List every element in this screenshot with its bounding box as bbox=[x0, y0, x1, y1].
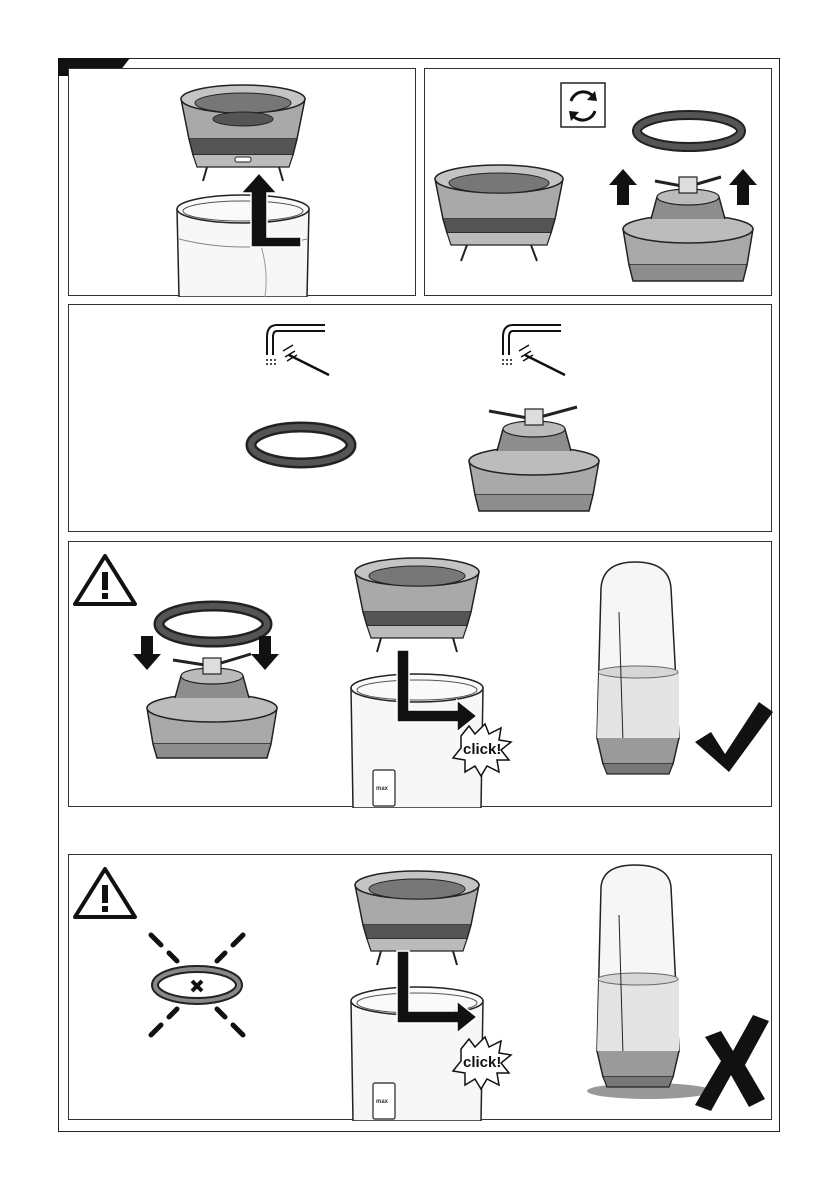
seal-ring bbox=[159, 606, 267, 642]
blade-unit bbox=[623, 177, 753, 281]
assembled-bottle bbox=[597, 562, 679, 774]
cup-max-label: max bbox=[376, 1099, 389, 1105]
leaking-bottle bbox=[587, 865, 711, 1099]
click-label: click! bbox=[463, 741, 501, 758]
missing-ring-icon bbox=[151, 935, 243, 1035]
blade-base-lid bbox=[435, 165, 563, 261]
seal-ring bbox=[251, 427, 351, 463]
check-icon bbox=[695, 702, 773, 772]
blade-base bbox=[355, 558, 479, 652]
blade-unit bbox=[147, 654, 277, 758]
panel-separate-parts bbox=[424, 68, 772, 296]
seal-ring bbox=[637, 115, 741, 147]
panel-assemble-correct: max click! bbox=[68, 541, 772, 807]
cross-icon bbox=[695, 1015, 769, 1111]
faucet-brush-icon bbox=[267, 325, 329, 375]
rotate-icon bbox=[561, 83, 605, 127]
blade-base bbox=[181, 85, 305, 181]
panel-assemble-wrong: max click! bbox=[68, 854, 772, 1120]
panel-rinse-parts bbox=[68, 304, 772, 532]
faucet-brush-icon bbox=[503, 325, 565, 375]
blade-unit bbox=[469, 407, 599, 511]
warning-icon bbox=[75, 869, 135, 917]
warning-icon bbox=[75, 556, 135, 604]
blade-base bbox=[355, 871, 479, 965]
cup-max-label: max bbox=[376, 786, 389, 792]
panel-remove-base bbox=[68, 68, 416, 296]
click-label: click! bbox=[463, 1054, 501, 1071]
